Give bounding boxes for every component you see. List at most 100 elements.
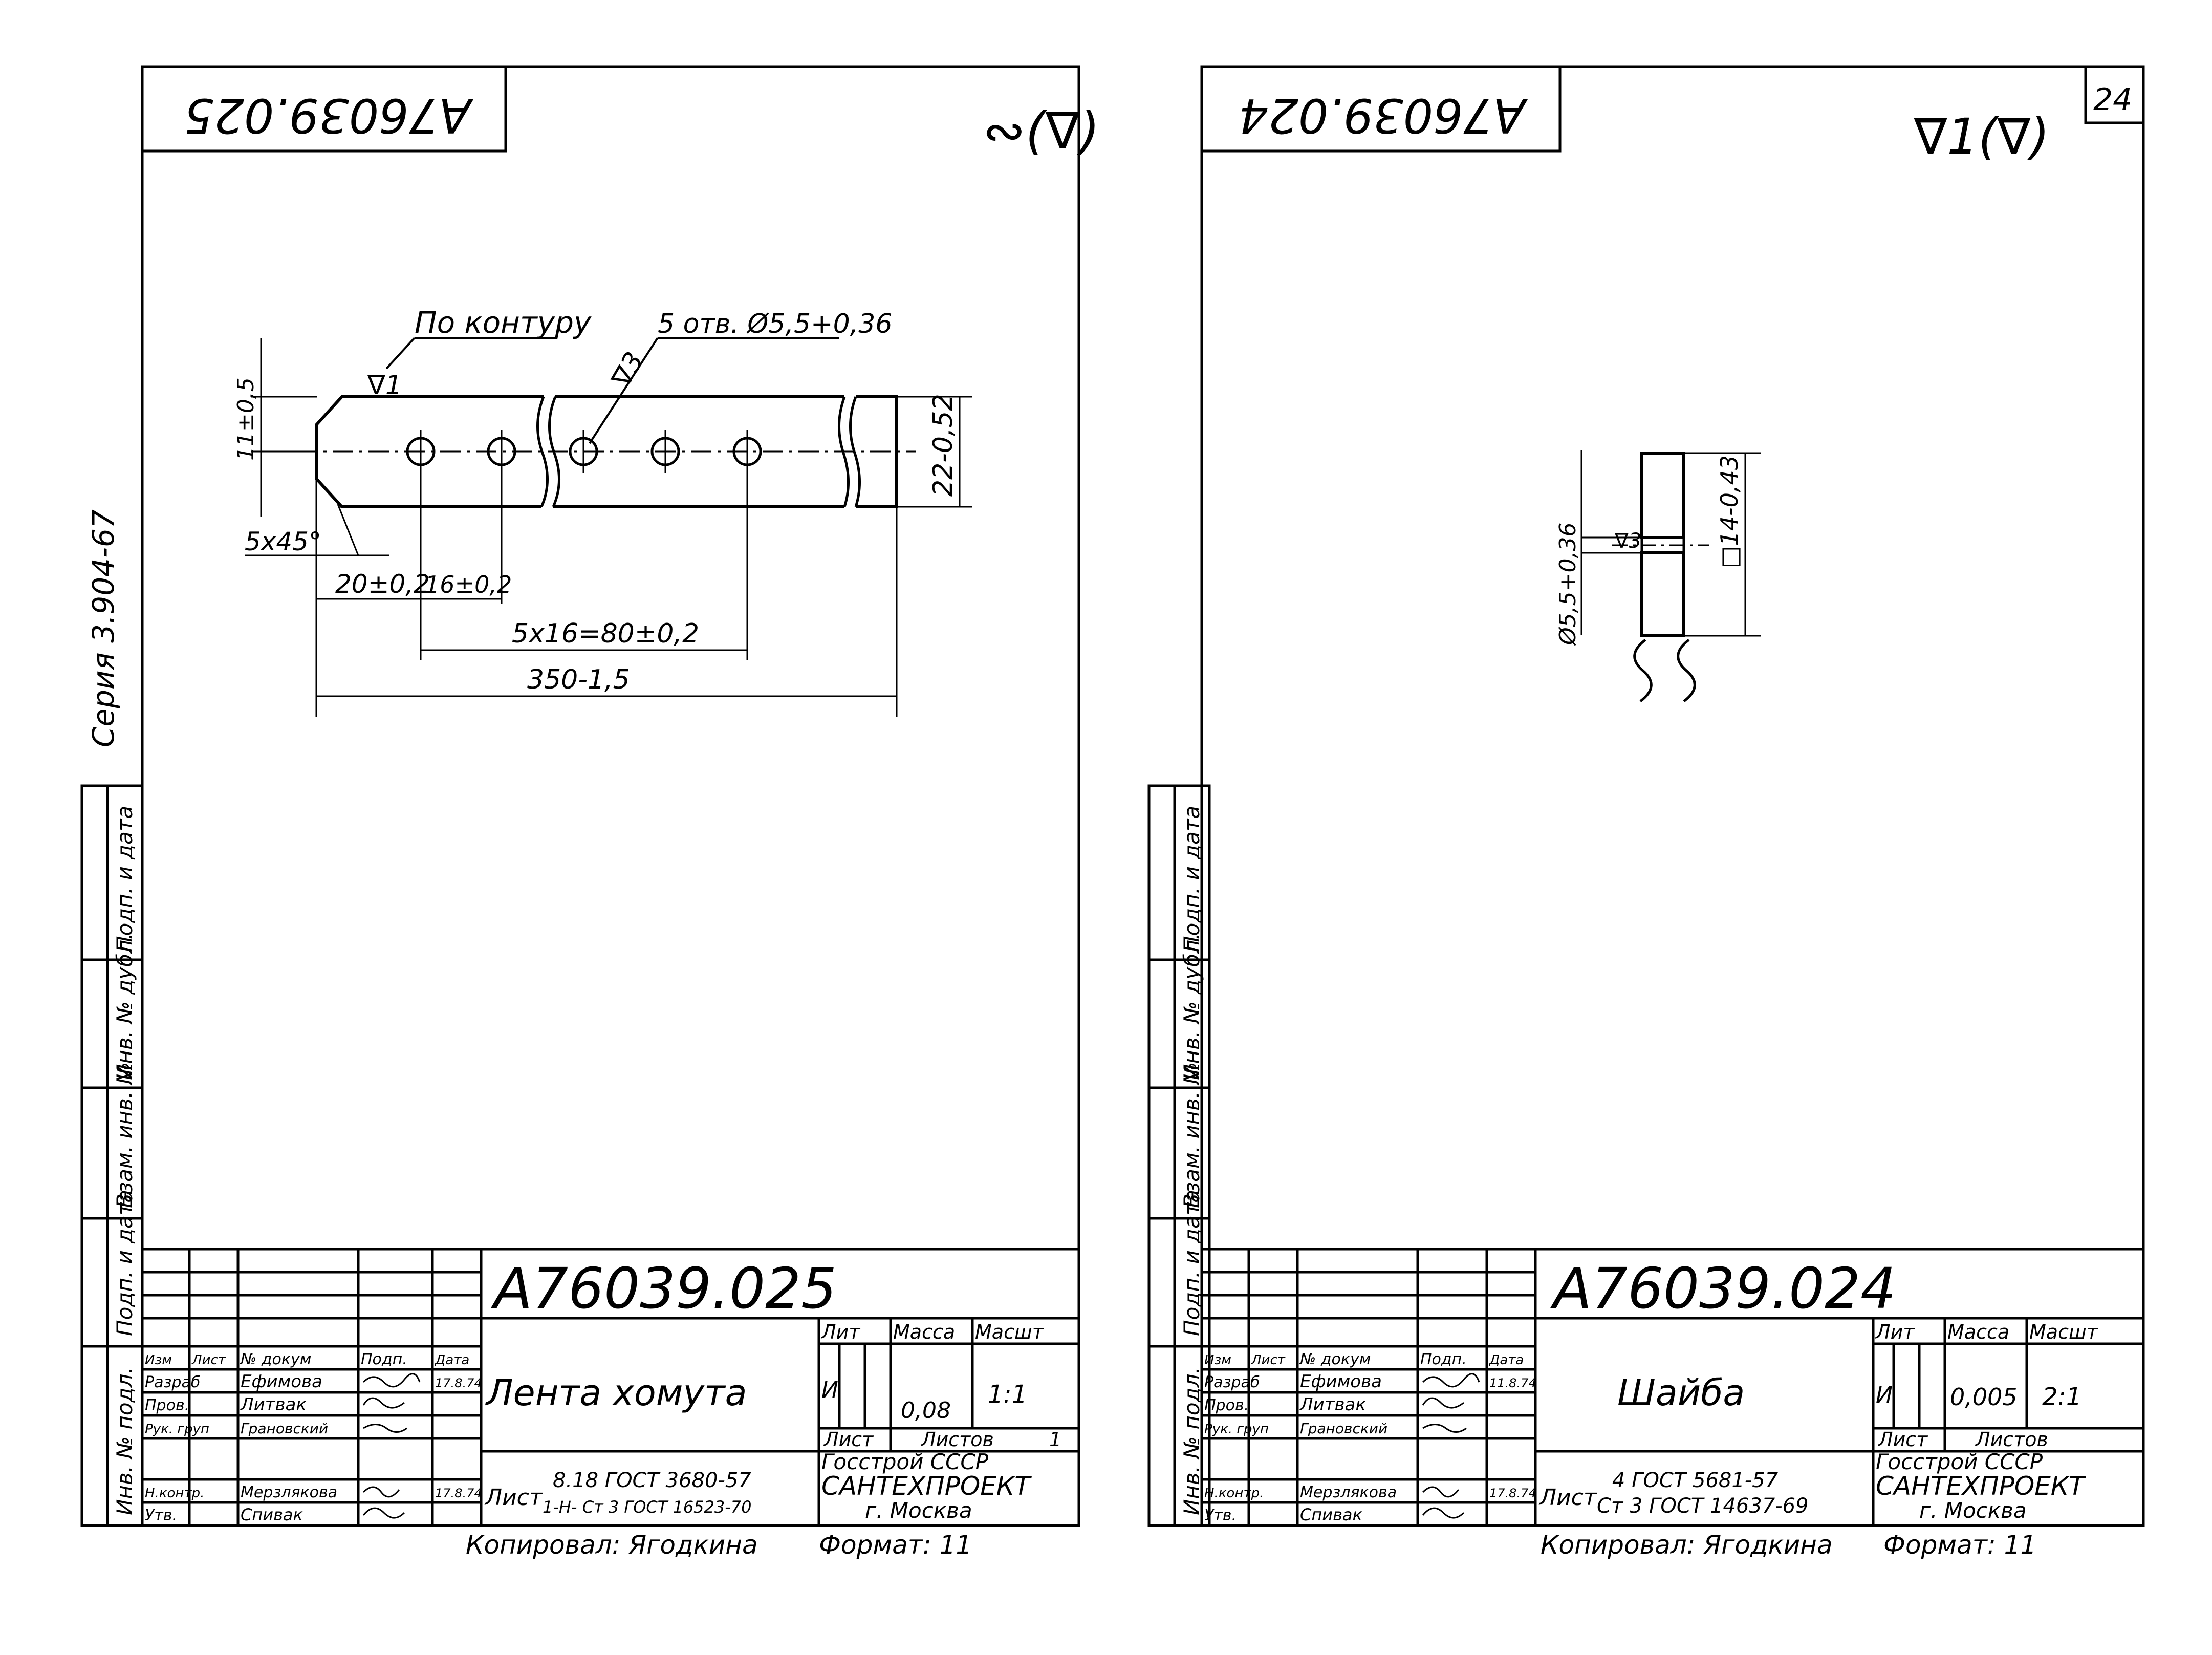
lit-value-right: И xyxy=(1876,1382,1893,1408)
signature-mark xyxy=(363,1424,407,1433)
sign-date: 17.8.74 xyxy=(435,1486,482,1500)
side-stamp-label: Инв. № дубл. xyxy=(112,933,137,1080)
top-code-box-left xyxy=(141,65,507,153)
dim-22: 22-0,52 xyxy=(928,394,959,497)
header-izm: Изм xyxy=(1204,1352,1231,1368)
roughness-r3-right: ∇3 xyxy=(1614,529,1641,553)
scale-value-right: 2:1 xyxy=(2042,1383,2081,1411)
side-stamp-frame-right xyxy=(1147,784,1211,1527)
dim-holes: 5 отв. Ø5,5+0,36 xyxy=(658,309,892,339)
header-doc-no: № докум xyxy=(1299,1350,1371,1368)
person-name: Грановский xyxy=(1300,1420,1387,1437)
dim-contour: По контуру xyxy=(415,305,592,340)
header-sign: Подп. xyxy=(361,1350,407,1368)
signature-mark xyxy=(1422,1486,1460,1498)
person-name: Литвак xyxy=(240,1394,307,1415)
person-name: Грановский xyxy=(241,1420,328,1437)
part-title-left: Лента хомута xyxy=(485,1372,747,1414)
drawing-code-right: А76039.024 xyxy=(1550,1256,1896,1321)
header-doc-no: № докум xyxy=(240,1350,311,1368)
listov-value-left: 1 xyxy=(1049,1428,1061,1451)
material-line1-right: 4 ГОСТ 5681-57 xyxy=(1612,1469,1779,1492)
dim-5x16: 5х16=80±0,2 xyxy=(512,618,699,649)
header-list: Лист xyxy=(191,1352,226,1368)
header-izm: Изм xyxy=(145,1352,172,1368)
top-code-left: А76039.025 xyxy=(184,88,473,143)
side-stamp-label: Взам. инв. № xyxy=(1179,1062,1204,1208)
side-stamp-label: Подп. и дата xyxy=(112,1190,137,1336)
leader-chamfer-tick xyxy=(337,504,359,556)
role: Утв. xyxy=(1204,1507,1237,1524)
washer-part-drawing xyxy=(1580,450,1761,702)
signature-mark xyxy=(1422,1507,1465,1519)
person-name: Ефимова xyxy=(241,1371,322,1392)
header-lit: Лит xyxy=(1875,1321,1915,1343)
roughness-mark-left: ∾(∇) xyxy=(983,101,1100,161)
side-stamp-label: Инв. № подл. xyxy=(112,1367,137,1515)
role: Утв. xyxy=(145,1507,177,1524)
role: Разраб xyxy=(145,1373,200,1391)
massa-value-right: 0,005 xyxy=(1950,1383,2018,1411)
break-line xyxy=(837,396,850,507)
header-masshtab: Масшт xyxy=(975,1321,1045,1343)
role: Пров. xyxy=(1204,1396,1249,1414)
side-stamp-label: Подп. и дата xyxy=(1179,806,1204,952)
signature-mark xyxy=(362,1507,405,1519)
scale-value-left: 1:1 xyxy=(988,1380,1027,1409)
sign-date: 17.8.74 xyxy=(1489,1486,1536,1500)
break-line xyxy=(849,396,861,507)
org-line2-left: САНТЕХПРОЕКТ xyxy=(821,1471,1032,1501)
label-listov: Листов xyxy=(920,1428,994,1451)
page-number: 24 xyxy=(2093,82,2132,118)
sign-date: 17.8.74 xyxy=(435,1376,482,1390)
material-prefix-right: Лист xyxy=(1538,1485,1597,1511)
dim-chamfer: 5х45° xyxy=(245,527,321,556)
roughness-r3: ∇3 xyxy=(606,347,650,393)
label-listov: Листов xyxy=(1975,1428,2048,1451)
role: Рук. груп xyxy=(1204,1422,1269,1437)
role: Рук. груп xyxy=(145,1422,209,1437)
format-left: Формат: 11 xyxy=(819,1530,972,1560)
washer-section-top xyxy=(1640,452,1685,539)
sign-date: 11.8.74 xyxy=(1489,1376,1536,1390)
top-code-right: А76039.024 xyxy=(1239,88,1528,143)
drawing-code-left: А76039.025 xyxy=(491,1256,837,1321)
copied-by-right: Копировал: Ягодкина xyxy=(1541,1530,1833,1560)
signature-mark xyxy=(362,1373,421,1388)
format-right: Формат: 11 xyxy=(1883,1530,2036,1560)
side-stamp-label: Взам. инв. № xyxy=(112,1062,137,1208)
org-line3-right: г. Москва xyxy=(1919,1498,2027,1523)
signature-mark xyxy=(1422,1373,1480,1388)
person-name: Спивак xyxy=(1300,1505,1363,1524)
role: Разраб xyxy=(1204,1373,1260,1391)
dim-hole-right: Ø5,5+0,36 xyxy=(1555,523,1581,646)
signature-mark xyxy=(1422,1424,1467,1433)
sheet-right xyxy=(1147,65,2145,1527)
roughness-r1: ∇1 xyxy=(367,370,402,401)
signature-mark xyxy=(362,1486,400,1498)
header-sign: Подп. xyxy=(1420,1350,1467,1368)
series-stamp: Серия 3.904-67 xyxy=(86,509,121,747)
dim-11: 11±0,5 xyxy=(233,377,259,461)
part-title-right: Шайба xyxy=(1617,1372,1745,1414)
dim-16: 16±0,2 xyxy=(425,571,512,598)
header-masshtab: Масшт xyxy=(2029,1321,2099,1343)
dim-square-right: □14-0,43 xyxy=(1716,455,1743,568)
side-stamp-label: Инв. № подл. xyxy=(1179,1367,1204,1515)
role: Н.контр. xyxy=(145,1486,204,1501)
material-line1-left: 8.18 ГОСТ 3680-57 xyxy=(553,1469,751,1492)
material-prefix-left: Лист xyxy=(484,1485,543,1511)
leader-contour xyxy=(385,337,416,370)
side-stamp-label: Инв. № дубл. xyxy=(1179,933,1204,1080)
material-line2-left: 1-Н- Ст 3 ГОСТ 16523-70 xyxy=(543,1497,752,1517)
header-date: Дата xyxy=(435,1352,469,1368)
role: Пров. xyxy=(145,1396,189,1414)
role: Н.контр. xyxy=(1204,1486,1264,1501)
sheet-left-text: А76039.025 ∾(∇) Серия 3.904-67 Инв. № по… xyxy=(86,88,1100,1560)
label-list: Лист xyxy=(1877,1428,1928,1451)
org-line2-right: САНТЕХПРОЕКТ xyxy=(1876,1471,2086,1501)
person-name: Ефимова xyxy=(1300,1371,1382,1392)
copied-by-left: Копировал: Ягодкина xyxy=(466,1530,758,1560)
break-line xyxy=(548,396,561,508)
